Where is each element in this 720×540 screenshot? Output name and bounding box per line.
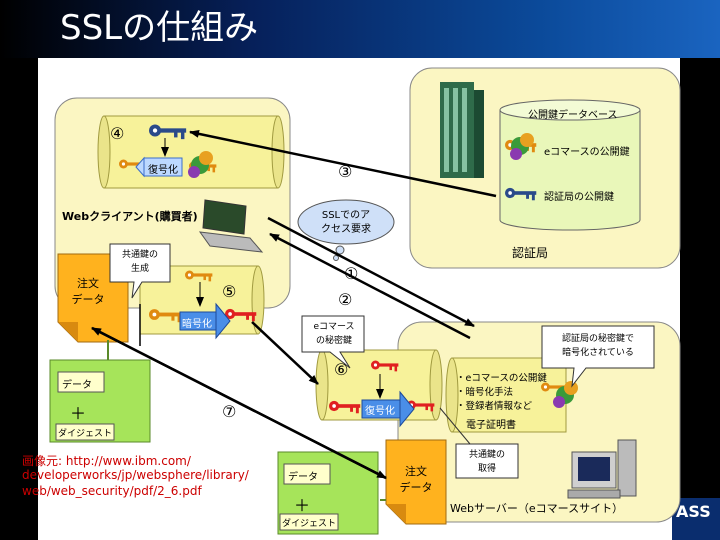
ca-building-icon <box>440 82 484 178</box>
ca-signed-callout-text: 認証局の秘密鍵で 暗号化されている <box>561 334 634 358</box>
logo-text: ASS <box>676 502 711 521</box>
client-decrypt-label: 復号化 <box>148 165 178 176</box>
cert-item-1: ・eコマースの公開鍵 <box>456 373 547 384</box>
left-frame <box>0 58 38 540</box>
source-line-1: 画像元: http://www.ibm.com/ <box>22 454 191 468</box>
step-2: ② <box>338 290 353 309</box>
seal-icon <box>188 133 578 408</box>
server-label: Webサーバー（eコマースサイト） <box>450 502 624 515</box>
cert-item-3: ・登録者情報など <box>456 401 533 412</box>
step-4: ④ <box>110 124 125 143</box>
server-plus: ＋ <box>294 496 311 515</box>
session-key-note: 共通鍵の 生成 <box>121 250 158 274</box>
server-data-label: データ <box>288 472 318 483</box>
arrow-step-1 <box>267 216 475 328</box>
ca-public-key-label: 認証局の公開鍵 <box>544 192 614 203</box>
db-title: 公開鍵データベース <box>528 110 618 121</box>
client-plus: ＋ <box>70 404 87 423</box>
server-order-doc <box>385 439 447 525</box>
decrypt-scroll <box>103 115 279 189</box>
right-frame <box>680 58 720 498</box>
arrow-step-3 <box>189 129 497 198</box>
step-6: ⑥ <box>334 360 349 379</box>
client-order-label: 注文 データ <box>71 277 105 306</box>
private-key-callout <box>301 315 365 369</box>
arrow-step-6 <box>251 321 319 385</box>
ca-label: 認証局 <box>512 246 549 260</box>
public-key-database <box>499 99 641 231</box>
ssl-request-text: SSLでのア クセス要求 <box>321 210 371 235</box>
client-data-label: データ <box>62 380 92 391</box>
server-order-label: 注文 データ <box>399 465 433 494</box>
server-computer-icon <box>567 439 637 499</box>
cert-item-2: ・暗号化手法 <box>456 387 514 398</box>
session-key-callout <box>109 243 171 299</box>
laptop-icon <box>198 199 264 253</box>
server-digest-label: ダイジェスト <box>282 519 337 529</box>
ssl-request-bubble <box>297 199 395 261</box>
source-line-2: developerworks/jp/websphere/library/ <box>22 468 249 482</box>
step-7: ⑦ <box>222 402 237 421</box>
step-3: ③ <box>338 162 353 181</box>
arrow-step-2 <box>269 232 471 340</box>
ca-signed-callout <box>541 325 655 388</box>
title-bar <box>0 0 720 58</box>
logo-block <box>672 498 720 540</box>
slide-title: SSLの仕組み <box>60 8 259 48</box>
client-encrypt-label: 暗号化 <box>182 319 212 330</box>
step-5: ⑤ <box>222 282 237 301</box>
client-digest-label: ダイジェスト <box>58 429 113 439</box>
private-key-callout-text: eコマース の秘密鍵 <box>313 322 355 346</box>
session-key-obtain-text: 共通鍵の 取得 <box>468 450 505 474</box>
server-decrypt-label: 復号化 <box>365 406 395 417</box>
step-1: ① <box>344 264 359 283</box>
session-key-obtain-callout <box>455 443 519 479</box>
certificate-title: 電子証明書 <box>466 420 516 431</box>
source-line-3: web/web_security/pdf/2_6.pdf <box>22 484 202 498</box>
client-label: Webクライアント(購買者) <box>62 210 198 223</box>
ecommerce-public-key-label: eコマースの公開鍵 <box>544 147 630 158</box>
